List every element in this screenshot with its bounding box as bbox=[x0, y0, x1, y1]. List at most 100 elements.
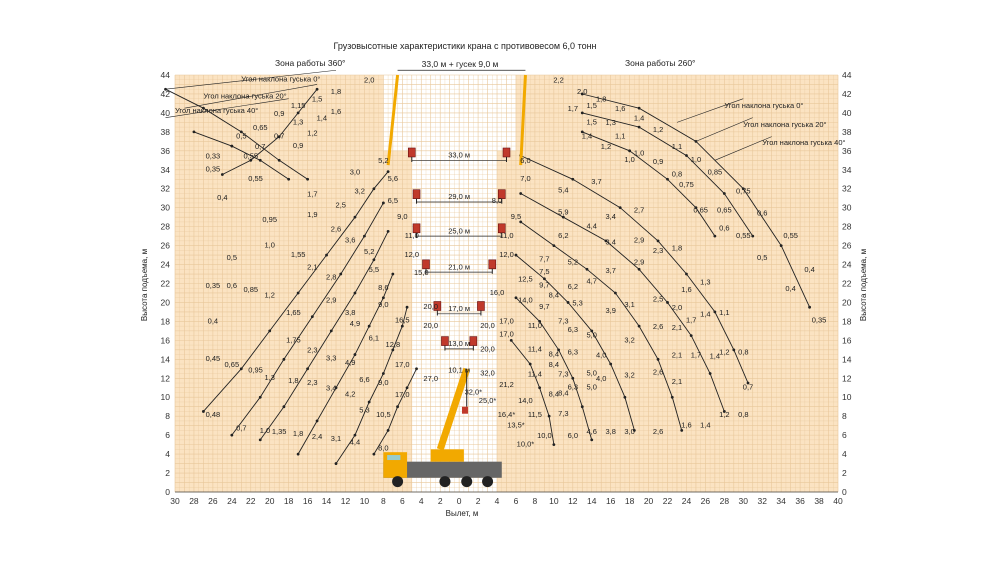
jib-angle-leader bbox=[676, 98, 744, 123]
load-value-right: 3,4 bbox=[605, 238, 615, 247]
curve-point bbox=[367, 324, 371, 328]
x-tick-left: 18 bbox=[284, 496, 294, 506]
hook-block bbox=[407, 147, 416, 158]
curve-point bbox=[353, 433, 357, 437]
curve-point bbox=[561, 215, 565, 219]
load-value-left: 1,9 bbox=[307, 210, 317, 219]
y-tick-right: 4 bbox=[842, 449, 847, 459]
load-value-left: 0,65 bbox=[253, 123, 268, 132]
x-tick-right: 18 bbox=[625, 496, 635, 506]
load-value-right: 1,8 bbox=[672, 243, 682, 252]
curve-point bbox=[296, 111, 300, 115]
curve-point bbox=[329, 329, 333, 333]
load-value-right: 1,0 bbox=[691, 155, 701, 164]
load-value-right: 0,55 bbox=[783, 231, 798, 240]
boom-length-label: 17,0 м bbox=[448, 304, 470, 313]
load-value-left: 5,2 bbox=[378, 156, 388, 165]
load-value-right: 14,0 bbox=[518, 396, 533, 405]
load-value-left: 1,55 bbox=[291, 250, 306, 259]
x-tick-right: 36 bbox=[795, 496, 805, 506]
y-tick-left: 24 bbox=[161, 260, 171, 270]
load-value-left: 2,9 bbox=[326, 295, 336, 304]
load-value-right: 1,6 bbox=[681, 285, 691, 294]
load-value-right: 2,9 bbox=[634, 258, 644, 267]
x-tick-right: 28 bbox=[720, 496, 730, 506]
load-value-right: 5,4 bbox=[558, 186, 568, 195]
curve-point bbox=[391, 272, 395, 276]
load-value-left: 0,45 bbox=[206, 354, 221, 363]
curve-point bbox=[239, 367, 243, 371]
load-value-right: 5,9 bbox=[558, 207, 568, 216]
y-tick-left: 28 bbox=[161, 222, 171, 232]
load-value-left: 1,2 bbox=[307, 129, 317, 138]
curve-point bbox=[580, 405, 584, 409]
curve-point bbox=[296, 291, 300, 295]
load-value-right: 6,2 bbox=[558, 231, 568, 240]
load-value-right: 3,7 bbox=[605, 266, 615, 275]
curve-point bbox=[230, 144, 234, 148]
load-value-right: 12,0 bbox=[499, 250, 514, 259]
load-value-left: 4,9 bbox=[345, 358, 355, 367]
x-tick-left: 10 bbox=[360, 496, 370, 506]
load-value-right: 1,7 bbox=[691, 350, 701, 359]
load-value-right: 1,6 bbox=[681, 421, 691, 430]
load-values: Угол наклона гуська 0°Угол наклона гуськ… bbox=[175, 75, 846, 453]
y-tick-right: 34 bbox=[842, 165, 852, 175]
x-tick-left: 26 bbox=[208, 496, 218, 506]
y-tick-left: 18 bbox=[161, 316, 171, 326]
load-value-right: 10,0* bbox=[517, 440, 535, 449]
y-tick-left: 42 bbox=[161, 89, 171, 99]
curve-right bbox=[520, 193, 725, 412]
curve-point bbox=[614, 291, 617, 295]
load-value-right: 1,6 bbox=[615, 104, 625, 113]
curve-point bbox=[580, 130, 584, 134]
load-value-right: 7,3 bbox=[558, 409, 568, 418]
curve-point bbox=[509, 338, 513, 342]
curve-point bbox=[405, 305, 409, 309]
boom-hook bbox=[461, 406, 468, 414]
load-value-right: 1,0 bbox=[634, 149, 644, 158]
curve-point bbox=[367, 400, 371, 404]
load-value-left: 0,55 bbox=[243, 151, 258, 160]
load-value-left: 0,7 bbox=[236, 423, 246, 432]
curve-right bbox=[582, 93, 811, 308]
x-tick-left: 20 bbox=[265, 496, 275, 506]
load-value-left: 2,1 bbox=[307, 262, 317, 271]
curve-point bbox=[315, 87, 319, 91]
curve-point bbox=[666, 177, 669, 181]
load-value-left: 1,3 bbox=[293, 117, 303, 126]
load-value-left: 0,5 bbox=[227, 253, 237, 262]
load-value-left: 1,35 bbox=[272, 427, 287, 436]
load-value-right: 0,8 bbox=[738, 348, 748, 357]
curve-point bbox=[239, 130, 243, 134]
load-value-left: 2,3 bbox=[307, 346, 317, 355]
crane-turret bbox=[430, 449, 464, 462]
load-value-left: 1,2 bbox=[264, 291, 274, 300]
curve-point bbox=[557, 348, 560, 352]
load-value-right: 20,0 bbox=[480, 321, 495, 330]
y-tick-left: 40 bbox=[161, 108, 171, 118]
load-value-right: 0,65 bbox=[717, 205, 732, 214]
hook-block bbox=[412, 189, 421, 199]
load-value-right: 7,3 bbox=[558, 316, 568, 325]
curve-point bbox=[779, 244, 783, 247]
x-tick-right: 10 bbox=[549, 496, 559, 506]
curve-point bbox=[713, 310, 717, 314]
load-value-left: 1,4 bbox=[317, 113, 327, 122]
y-tick-right: 26 bbox=[842, 241, 852, 251]
x-tick-left: 14 bbox=[322, 496, 332, 506]
load-value-left: 0,5 bbox=[236, 131, 246, 140]
curve-point bbox=[315, 419, 319, 423]
load-value-right: 1,7 bbox=[686, 315, 696, 324]
load-value-left: 27,0 bbox=[423, 374, 438, 383]
truck-wheel bbox=[439, 476, 451, 488]
load-value-right: 16,4* bbox=[498, 410, 516, 419]
y-tick-left: 30 bbox=[161, 203, 171, 213]
y-tick-right: 18 bbox=[842, 316, 852, 326]
x-tick-right: 40 bbox=[833, 496, 843, 506]
curve-point bbox=[722, 192, 726, 195]
load-value-right: 5,3 bbox=[572, 298, 582, 307]
load-value-left: 2,3 bbox=[307, 378, 317, 387]
truck-wheel bbox=[461, 476, 473, 488]
load-value-right: 2,2 bbox=[553, 76, 563, 85]
